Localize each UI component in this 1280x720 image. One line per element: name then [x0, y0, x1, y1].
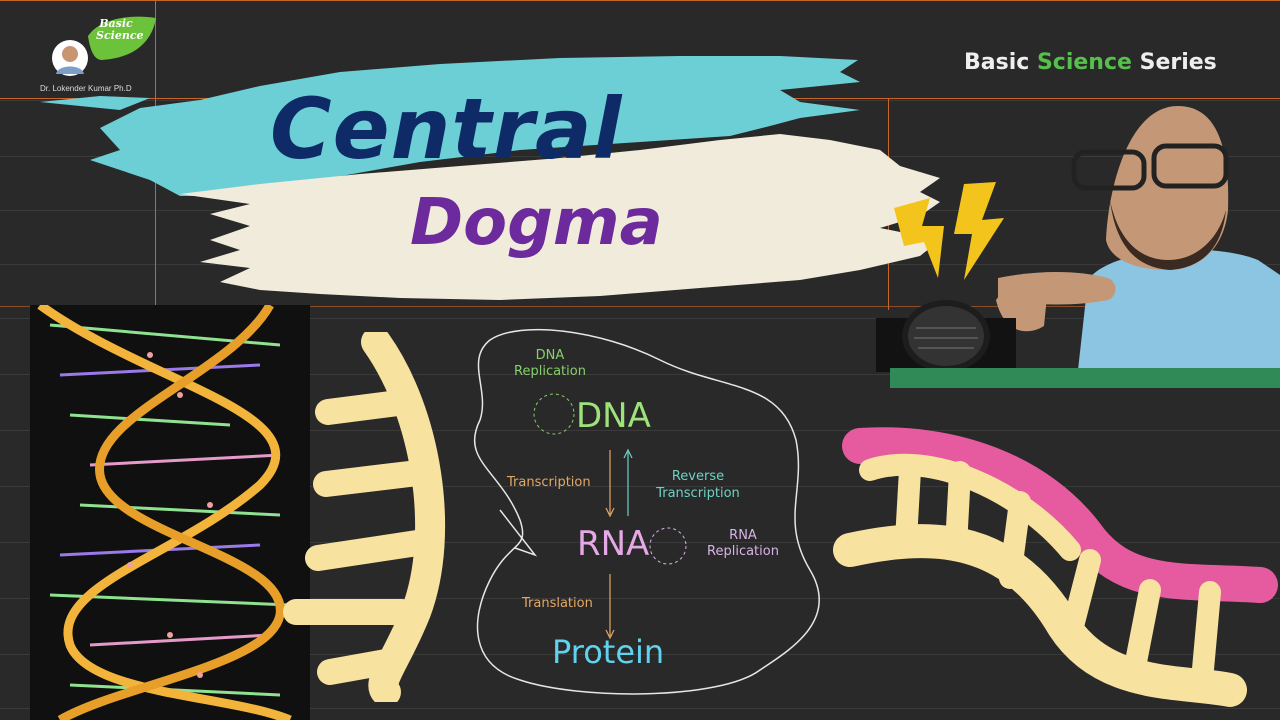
ruled-line	[0, 318, 1280, 319]
ruled-line	[0, 486, 1280, 487]
lightning-bolt-icon	[894, 182, 1004, 280]
page-title-line2: Dogma	[410, 186, 663, 260]
microphone-icon	[876, 300, 1016, 372]
grid-line-top	[0, 0, 1280, 1]
central-dogma-diagram	[473, 328, 820, 695]
dna-strand-cartoon-left	[283, 332, 446, 702]
ruled-line	[0, 598, 1280, 599]
label-reverse-transcription: Reverse Transcription	[656, 469, 740, 501]
ruled-line	[0, 430, 1280, 431]
label-dna: DNA	[576, 396, 651, 436]
series-title: Basic Science Series	[964, 50, 1217, 75]
ruled-line	[0, 708, 1280, 709]
ruled-line	[0, 542, 1280, 543]
label-protein: Protein	[552, 633, 665, 671]
lower-third-bar	[890, 368, 1280, 388]
logo-badge-line1: Basic	[99, 17, 133, 30]
ruled-line	[0, 374, 1280, 375]
page-title-line1: Central	[270, 80, 623, 178]
dna-rna-strand-cartoon-right	[833, 427, 1278, 707]
ruled-line	[0, 654, 1280, 655]
series-suffix: Series	[1131, 50, 1217, 75]
logo-badge-line2: Science	[96, 29, 144, 42]
label-transcription: Transcription	[507, 475, 591, 490]
author-label: Dr. Lokender Kumar Ph.D	[40, 84, 132, 93]
label-dna-replication: DNA Replication	[514, 348, 586, 379]
label-rna-replication: RNA Replication	[707, 528, 779, 559]
series-accent: Science	[1036, 50, 1132, 75]
dna-double-helix-image	[30, 305, 310, 720]
leaf-badge-icon	[52, 16, 156, 76]
label-rna: RNA	[577, 524, 650, 564]
label-translation: Translation	[522, 596, 593, 611]
series-prefix: Basic	[964, 50, 1037, 75]
logo-badge-text: Basic Science	[96, 17, 144, 42]
grid-line-mid	[0, 306, 1280, 307]
presenter-photo	[996, 106, 1280, 370]
